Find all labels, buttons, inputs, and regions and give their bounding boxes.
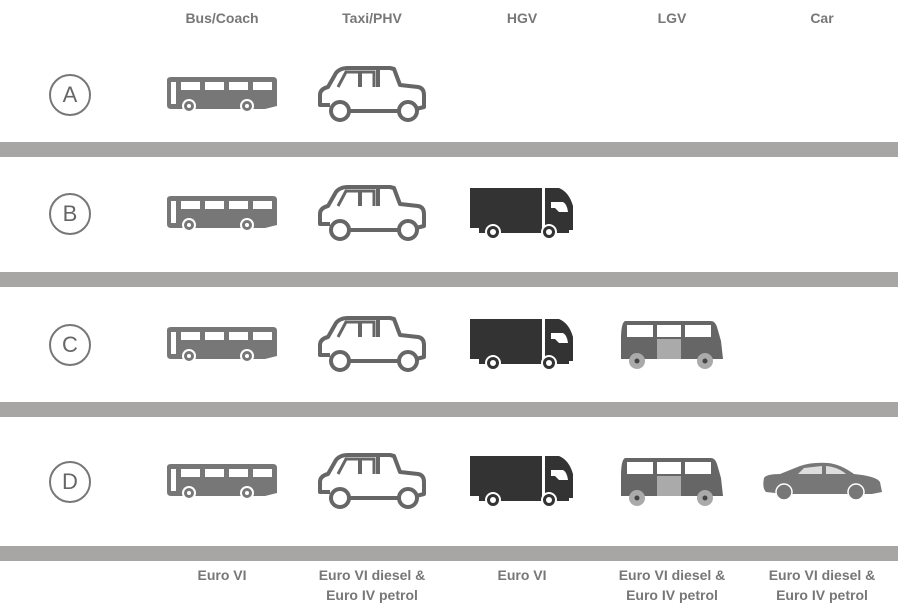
standard-line: Euro VI (197, 567, 247, 583)
zone-label-d: D (49, 461, 91, 503)
standard-car: Euro VI diesel & Euro IV petrol (747, 565, 897, 605)
car-icon (760, 462, 884, 507)
lgv-icon (619, 456, 725, 513)
column-header-car: Car (810, 10, 834, 26)
standard-hgv: Euro VI (447, 565, 597, 585)
column-header-hgv: HGV (506, 10, 538, 26)
standard-bus: Euro VI (147, 565, 297, 585)
lgv-icon (619, 319, 725, 376)
column-header-taxi: Taxi/PHV (342, 10, 402, 26)
standard-line: Euro VI diesel & (618, 567, 726, 583)
bus-icon (165, 76, 279, 119)
standard-line: Euro VI diesel & (768, 567, 876, 583)
column-header-bus: Bus/Coach (185, 10, 259, 26)
standard-line: Euro IV petrol (776, 587, 868, 603)
zone-label-c: C (49, 324, 91, 366)
hgv-icon (469, 317, 575, 378)
hgv-icon (469, 186, 575, 247)
taxi-icon (316, 452, 428, 517)
column-header-lgv: LGV (657, 10, 687, 26)
standard-line: Euro IV petrol (326, 587, 418, 603)
zone-label-b: B (49, 193, 91, 235)
row-divider (0, 546, 898, 561)
row-divider (0, 272, 898, 287)
row-divider (0, 142, 898, 157)
bus-icon (165, 195, 279, 238)
row-divider (0, 402, 898, 417)
standard-line: Euro IV petrol (626, 587, 718, 603)
hgv-icon (469, 454, 575, 515)
taxi-icon (316, 184, 428, 249)
standard-lgv: Euro VI diesel & Euro IV petrol (597, 565, 747, 605)
zone-label-a: A (49, 74, 91, 116)
standard-line: Euro VI (497, 567, 547, 583)
standard-line: Euro VI diesel & (318, 567, 426, 583)
taxi-icon (316, 315, 428, 380)
bus-icon (165, 326, 279, 369)
taxi-icon (316, 65, 428, 130)
bus-icon (165, 463, 279, 506)
standard-taxi: Euro VI diesel & Euro IV petrol (297, 565, 447, 605)
